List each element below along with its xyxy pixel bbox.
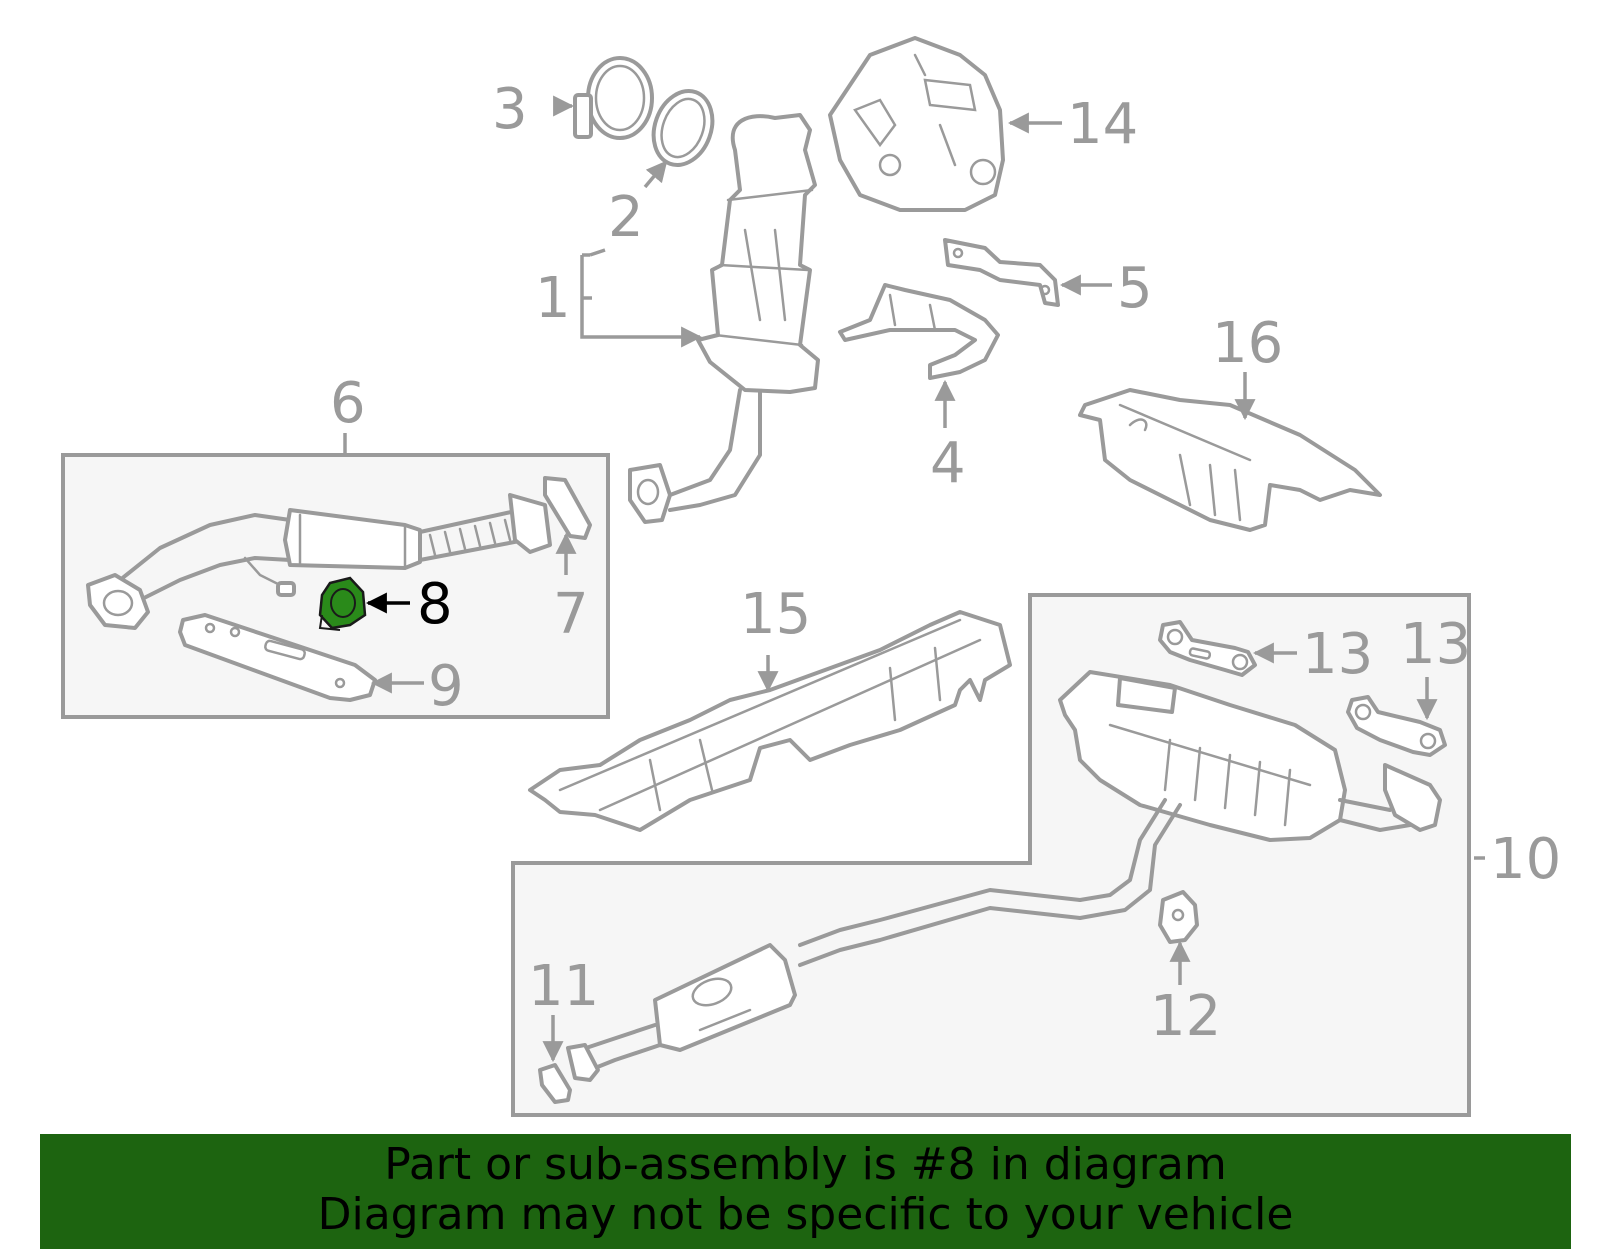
callout-5: 5: [1117, 256, 1153, 321]
banner-line-1: Part or sub-assembly is #8 in diagram: [384, 1139, 1227, 1190]
part-12-hanger[interactable]: [1158, 890, 1199, 944]
info-banner: Part or sub-assembly is #8 in diagram Di…: [40, 1134, 1571, 1249]
part-13-hanger-a[interactable]: [1158, 620, 1257, 677]
part-15-heat-shield[interactable]: [528, 610, 1012, 832]
callout-10: 10: [1490, 827, 1561, 892]
callout-6: 6: [330, 371, 366, 436]
banner-line-2: Diagram may not be specific to your vehi…: [317, 1189, 1294, 1240]
part-9-shield-plate[interactable]: [178, 613, 377, 702]
callout-4: 4: [930, 431, 966, 496]
part-5-bracket[interactable]: [943, 238, 1060, 307]
part-7-gasket[interactable]: [543, 476, 592, 540]
part-10-rear-exhaust[interactable]: [566, 670, 1442, 1082]
part-14-heat-shield[interactable]: [828, 36, 1005, 212]
part-2-gasket[interactable]: [644, 83, 723, 174]
callout-16: 16: [1212, 311, 1283, 376]
part-4-bracket[interactable]: [838, 283, 1000, 380]
part-13-hanger-b[interactable]: [1346, 695, 1447, 757]
callout-9: 9: [428, 654, 464, 719]
callout-1: 1: [535, 266, 571, 331]
callout-11: 11: [528, 954, 599, 1019]
callout-8: 8: [417, 572, 453, 637]
callout-3: 3: [492, 77, 528, 142]
part-11-gasket[interactable]: [538, 1063, 572, 1104]
part-1-catalytic-converter[interactable]: [628, 113, 820, 524]
callout-13a: 13: [1302, 622, 1373, 687]
part-6-front-pipe[interactable]: [86, 493, 552, 630]
part-3-clamp[interactable]: [573, 56, 654, 140]
callout-7: 7: [553, 582, 589, 647]
callout-15: 15: [740, 582, 811, 647]
callout-13b: 13: [1400, 612, 1471, 677]
part-16-heat-shield[interactable]: [1078, 388, 1382, 532]
callout-12: 12: [1150, 984, 1221, 1049]
callout-2: 2: [608, 185, 644, 250]
callout-14: 14: [1067, 92, 1138, 157]
part-8-highlighted[interactable]: [318, 576, 367, 631]
